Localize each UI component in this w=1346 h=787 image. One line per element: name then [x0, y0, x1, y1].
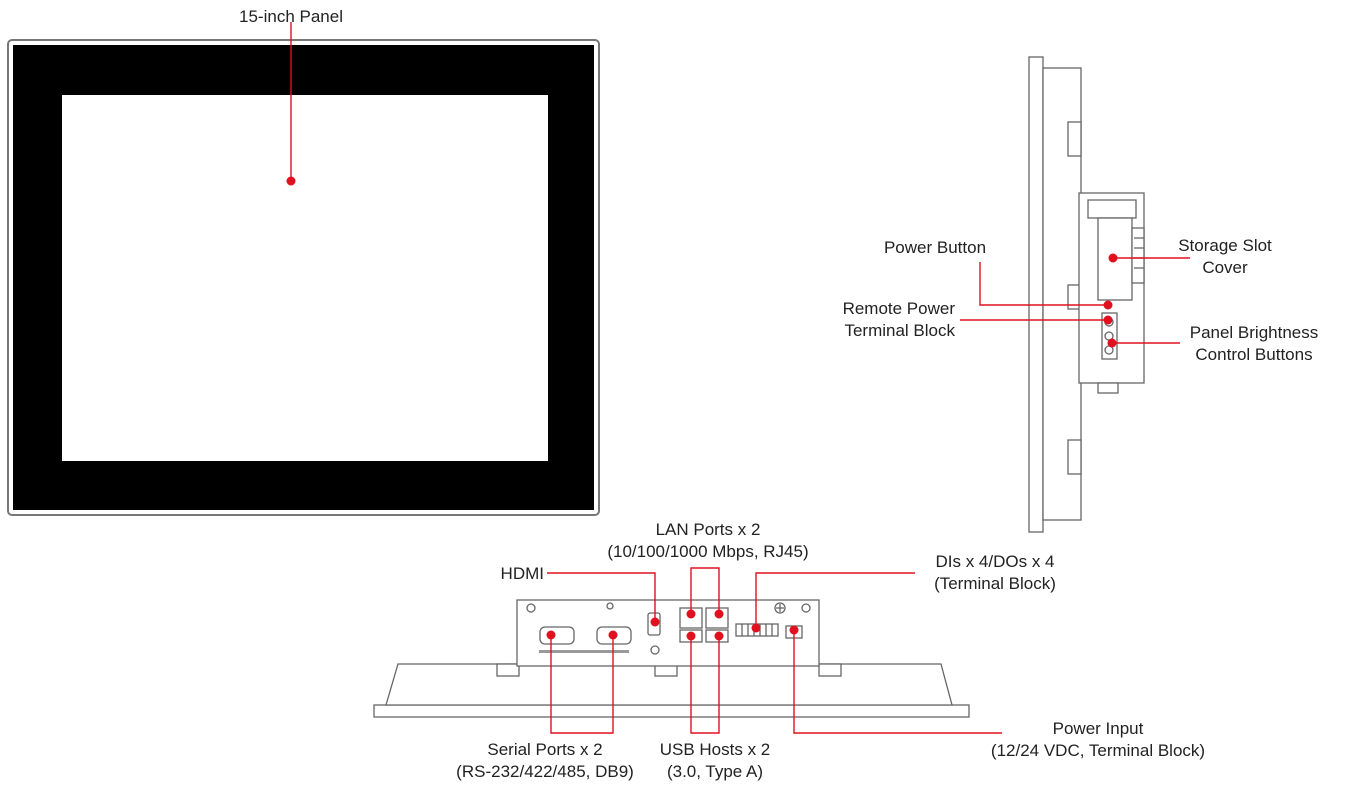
label-lan-line2: (10/100/1000 Mbps, RJ45) — [607, 542, 809, 561]
callout-dots — [286, 176, 1118, 641]
callout-dot-usb-2 — [714, 631, 724, 641]
callout-dot-lan-2 — [714, 609, 724, 619]
label-usb-line1: USB Hosts x 2 — [659, 740, 771, 759]
label-storage-slot-line1: Storage Slot — [1178, 236, 1272, 255]
storage-cover-shape — [1097, 217, 1133, 301]
label-dio-line1: DIs x 4/DOs x 4 — [935, 552, 1055, 571]
side-view — [1028, 56, 1145, 533]
side-bracket-top — [1067, 121, 1082, 157]
label-power-input: Power Input (12/24 VDC, Terminal Block) — [958, 718, 1238, 762]
label-brightness-line1: Panel Brightness — [1189, 323, 1319, 342]
callout-dot-hdmi — [650, 617, 660, 627]
callout-dot-power-button — [1103, 300, 1113, 310]
side-bracket-bottom — [1067, 439, 1082, 475]
callout-lines — [290, 22, 1190, 734]
label-power-button: Power Button — [883, 238, 987, 257]
callout-dot-panel — [286, 176, 296, 186]
label-power-input-line2: (12/24 VDC, Terminal Block) — [990, 741, 1206, 760]
label-remote-power-line1: Remote Power — [842, 299, 955, 318]
label-remote-power-line2: Terminal Block — [844, 321, 955, 340]
callout-line-serial — [550, 635, 614, 734]
label-brightness: Panel Brightness Control Buttons — [1172, 322, 1336, 366]
side-foot — [1097, 382, 1119, 394]
label-lan-line1: LAN Ports x 2 — [655, 520, 761, 539]
callout-dot-storage — [1108, 253, 1118, 263]
front-view — [7, 39, 600, 516]
label-power-input-line1: Power Input — [1052, 719, 1144, 738]
callout-dot-usb-1 — [686, 631, 696, 641]
callout-line-power-button — [979, 262, 1108, 306]
label-brightness-line2: Control Buttons — [1195, 345, 1313, 364]
panel-screen — [62, 95, 548, 461]
callout-dot-remote-power — [1103, 315, 1113, 325]
callout-line-power-input — [793, 630, 1002, 734]
callout-dot-lan-1 — [686, 609, 696, 619]
label-usb: USB Hosts x 2 (3.0, Type A) — [635, 739, 795, 783]
callout-dot-serial-2 — [608, 630, 618, 640]
callout-line-dio — [755, 572, 915, 628]
bottom-view — [373, 599, 970, 718]
db9-port-1 — [539, 626, 575, 645]
label-serial: Serial Ports x 2 (RS-232/422/485, DB9) — [420, 739, 670, 783]
callout-line-usb — [690, 636, 720, 734]
callout-dot-serial-1 — [546, 630, 556, 640]
label-serial-line2: (RS-232/422/485, DB9) — [456, 762, 634, 781]
label-dio: DIs x 4/DOs x 4 (Terminal Block) — [905, 551, 1085, 595]
side-heatsink — [1131, 227, 1145, 284]
callout-dot-brightness — [1107, 338, 1117, 348]
label-serial-line1: Serial Ports x 2 — [487, 740, 603, 759]
label-storage-slot: Storage Slot Cover — [1170, 235, 1280, 279]
label-remote-power: Remote Power Terminal Block — [790, 298, 955, 342]
side-label-plate — [1087, 199, 1137, 219]
label-hdmi: HDMI — [500, 564, 544, 583]
side-bezel — [1028, 56, 1044, 533]
callout-dot-dio — [751, 623, 761, 633]
label-usb-line2: (3.0, Type A) — [666, 762, 764, 781]
callout-line-hdmi — [547, 572, 656, 622]
label-storage-slot-line2: Cover — [1202, 258, 1248, 277]
bottom-bezel-lip — [373, 704, 970, 718]
callout-dot-power-input — [789, 625, 799, 635]
label-dio-line2: (Terminal Block) — [934, 574, 1056, 593]
label-panel: 15-inch Panel — [239, 7, 343, 26]
callout-line-lan — [690, 567, 720, 614]
label-lan: LAN Ports x 2 (10/100/1000 Mbps, RJ45) — [578, 519, 838, 563]
